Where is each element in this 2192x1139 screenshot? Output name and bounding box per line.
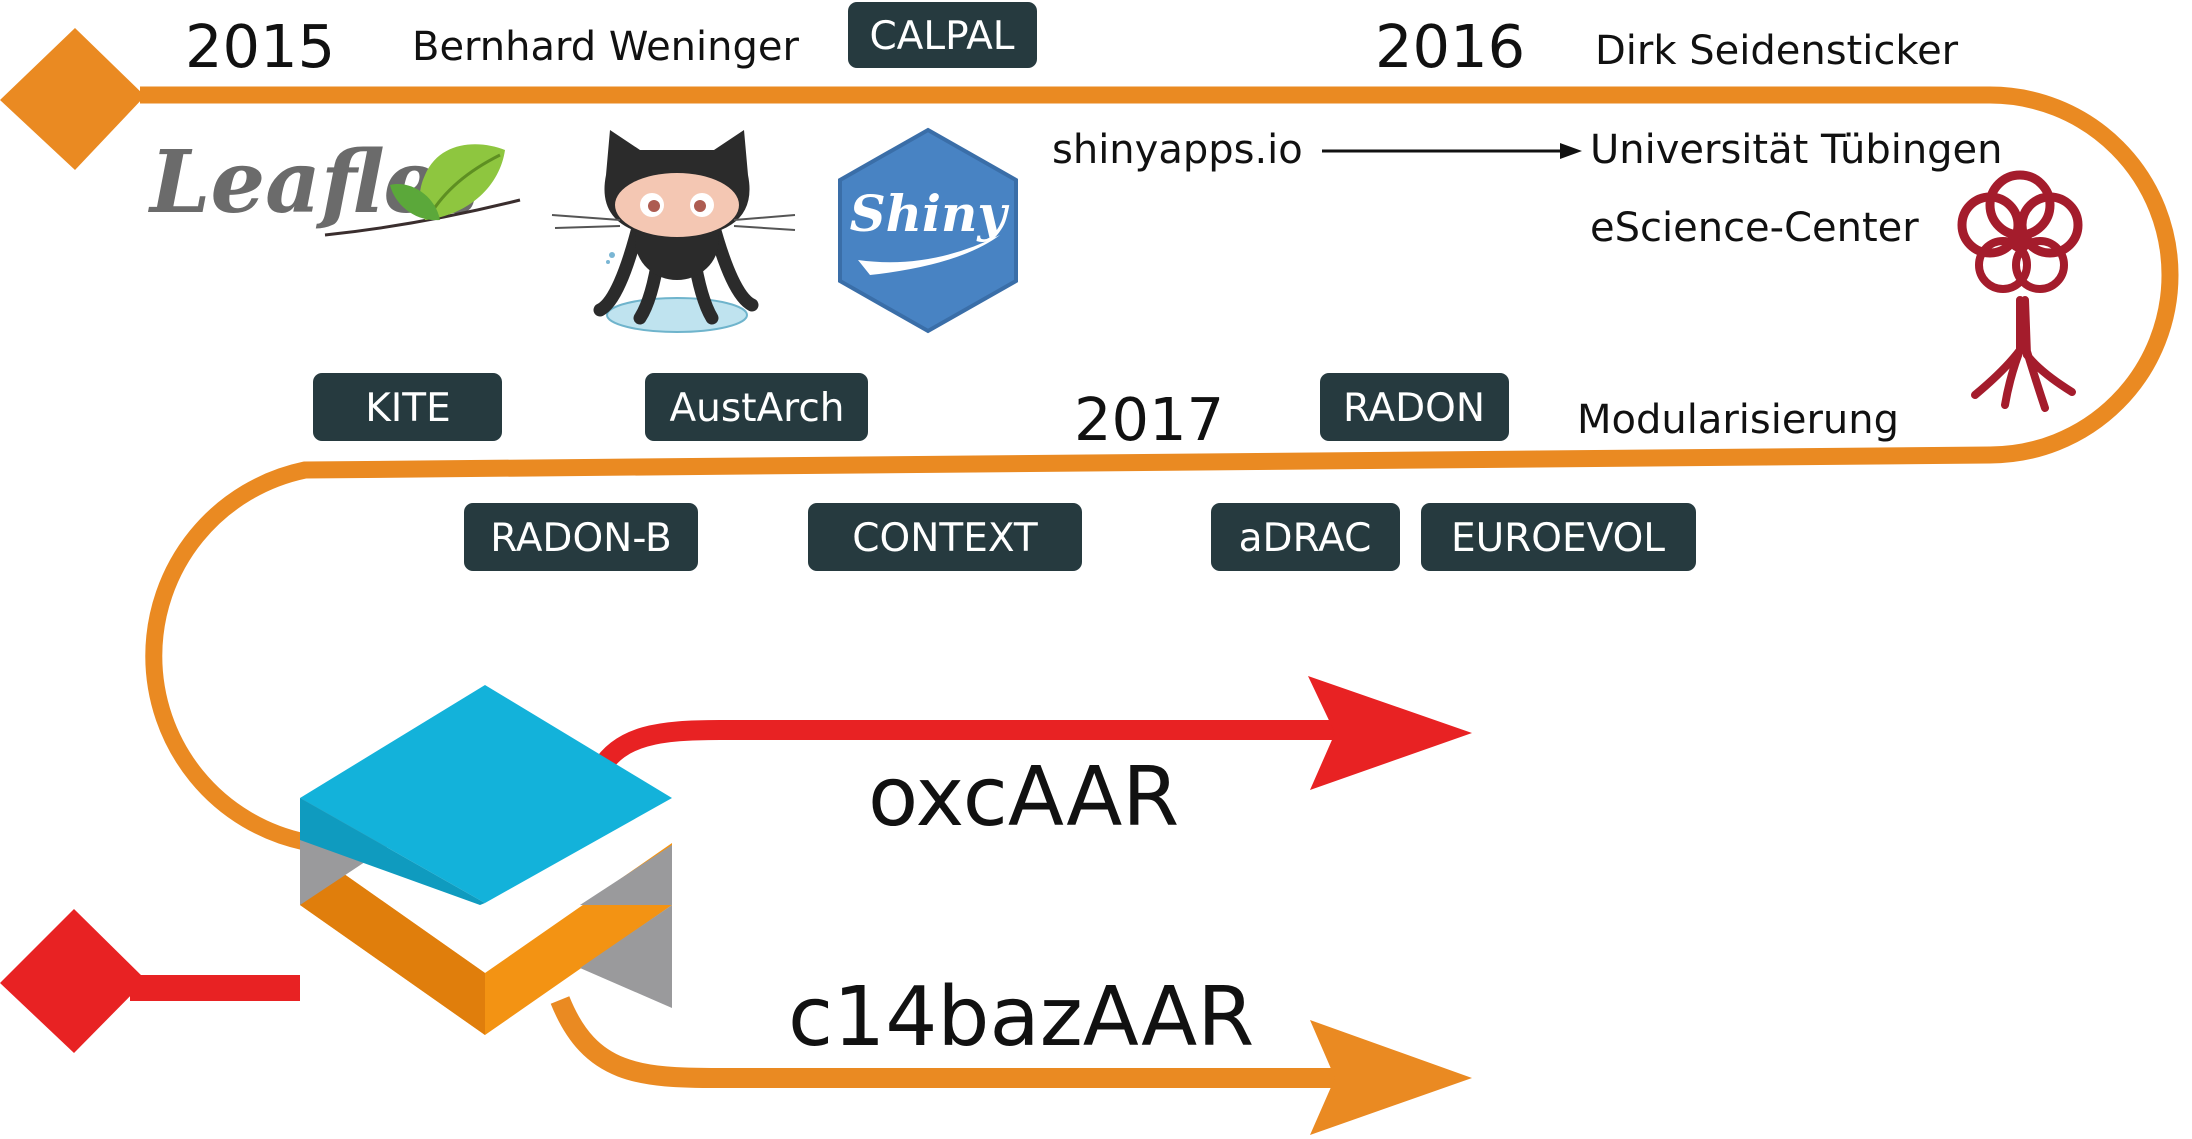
note-tuebingen: Universität Tübingen	[1590, 127, 2003, 173]
output-oxcaar: oxcAAR	[868, 750, 1179, 845]
note-shinyapps: shinyapps.io	[1052, 127, 1303, 173]
oxcaar-arrowhead-icon	[1308, 676, 1472, 790]
tool-radon-box: RADON	[1320, 373, 1509, 441]
tool-radon-b-box: RADON-B	[464, 503, 698, 571]
note-escience: eScience-Center	[1590, 205, 1919, 251]
oxcaar-arrow-line	[591, 720, 1340, 776]
person-weninger: Bernhard Weninger	[412, 24, 799, 70]
year-2017: 2017	[1074, 385, 1224, 454]
year-2016: 2016	[1375, 12, 1525, 81]
shiny-logo: Shiny	[838, 127, 1018, 334]
c14bazaar-arrow-line	[550, 996, 1340, 1088]
tool-calpal-label: CALPAL	[869, 14, 1014, 59]
person-seidensticker: Dirk Seidensticker	[1595, 28, 1959, 74]
note-modularisierung: Modularisierung	[1577, 397, 1899, 443]
red-diamond-icon	[0, 909, 146, 1053]
tool-austarch-box: AustArch	[645, 373, 868, 441]
tool-adrac-label: aDRAC	[1239, 516, 1372, 561]
shiny-logo-text: Shiny	[850, 184, 1010, 243]
tool-context-box: CONTEXT	[808, 503, 1082, 571]
tool-context-label: CONTEXT	[852, 516, 1038, 561]
tool-euroevol-box: EUROEVOL	[1421, 503, 1696, 571]
shinyapps-arrowhead-icon	[1560, 143, 1582, 159]
tool-euroevol-label: EUROEVOL	[1451, 516, 1665, 561]
year-2015: 2015	[185, 12, 335, 81]
c14bazaar-arrowhead-icon	[1310, 1020, 1472, 1135]
tool-kite-box: KITE	[313, 373, 502, 441]
leaflet-logo: Leaflet	[147, 132, 521, 237]
tool-radon-b-label: RADON-B	[490, 516, 672, 561]
tool-austarch-label: AustArch	[669, 386, 844, 431]
tool-adrac-box: aDRAC	[1211, 503, 1400, 571]
layer-stack-icon	[300, 685, 672, 1035]
timeline-path	[140, 86, 2179, 851]
output-c14bazaar: c14bazAAR	[788, 970, 1254, 1065]
tool-calpal-box: CALPAL	[848, 2, 1037, 68]
github-octocat-icon	[551, 130, 796, 333]
tool-radon-label: RADON	[1343, 386, 1485, 431]
tuebingen-tree-logo	[1957, 170, 2083, 412]
tool-kite-label: KITE	[365, 386, 451, 431]
start-diamond-icon	[0, 28, 145, 170]
